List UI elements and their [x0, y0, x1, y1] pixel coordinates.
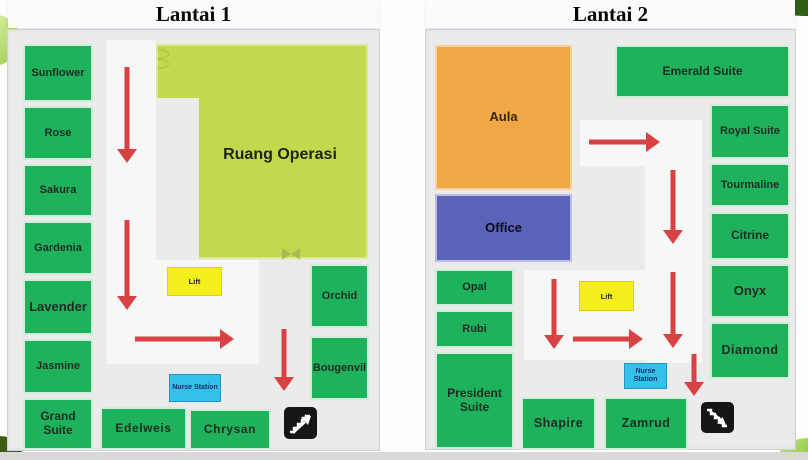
floor2-lift: Lift — [579, 281, 634, 311]
room-zamrud: Zamrud — [604, 397, 688, 450]
room-chrysan: Chrysan — [189, 409, 271, 450]
bottom-edge-strip — [0, 452, 808, 460]
floor2-nurse-station: Nurse Station — [624, 363, 667, 389]
room-gardenia: Gardenia — [23, 221, 93, 275]
floor1-panel: Ruang Operasi Sunflower Rose Sakura Gard… — [8, 30, 379, 450]
double-door-icon — [282, 248, 300, 260]
flow-arrow-down — [117, 67, 137, 163]
stairs-up-icon — [284, 407, 317, 439]
flow-arrow-down — [117, 220, 137, 310]
room-aula: Aula — [435, 45, 572, 190]
room-jasmine: Jasmine — [23, 339, 93, 394]
room-rose: Rose — [23, 106, 93, 160]
room-bougenvil: Bougenvil — [310, 336, 369, 400]
room-president-suite: President Suite — [435, 352, 514, 449]
room-sunflower: Sunflower — [23, 44, 93, 102]
room-diamond: Diamond — [710, 322, 790, 379]
flow-arrow-down — [663, 272, 683, 348]
flow-arrow-right — [135, 329, 234, 349]
floor1-title: Lantai 1 — [8, 0, 379, 28]
room-rubi: Rubi — [435, 310, 514, 348]
floor1-nurse-station: Nurse Station — [169, 374, 221, 402]
room-emerald-suite: Emerald Suite — [615, 45, 790, 98]
flow-arrow-down — [684, 354, 704, 396]
ruang-operasi-notch — [156, 98, 199, 259]
floor2-panel: Aula Office Opal Rubi President Suite Em… — [426, 30, 795, 450]
floor2-title: Lantai 2 — [426, 0, 795, 28]
room-citrine: Citrine — [710, 212, 790, 260]
room-edelweis: Edelweis — [100, 407, 187, 450]
room-shapire: Shapire — [521, 397, 596, 450]
flow-arrow-down — [274, 329, 294, 391]
door-swing-icon — [158, 49, 169, 69]
room-lavender: Lavender — [23, 279, 93, 335]
flow-arrow-down — [544, 279, 564, 349]
floor1-lift: Lift — [167, 267, 222, 296]
room-sakura: Sakura — [23, 164, 93, 217]
room-grand-suite: Grand Suite — [23, 398, 93, 450]
flow-arrow-down — [663, 170, 683, 244]
room-tourmaline: Tourmaline — [710, 163, 790, 207]
ruang-operasi-label: Ruang Operasi — [223, 146, 337, 163]
flow-arrow-right — [573, 329, 643, 349]
flow-arrow-right — [589, 132, 660, 152]
room-onyx: Onyx — [710, 264, 790, 318]
stairs-down-icon — [701, 402, 734, 433]
room-opal: Opal — [435, 269, 514, 306]
room-orchid: Orchid — [310, 264, 369, 328]
room-royal-suite: Royal Suite — [710, 104, 790, 159]
room-office: Office — [435, 194, 572, 262]
